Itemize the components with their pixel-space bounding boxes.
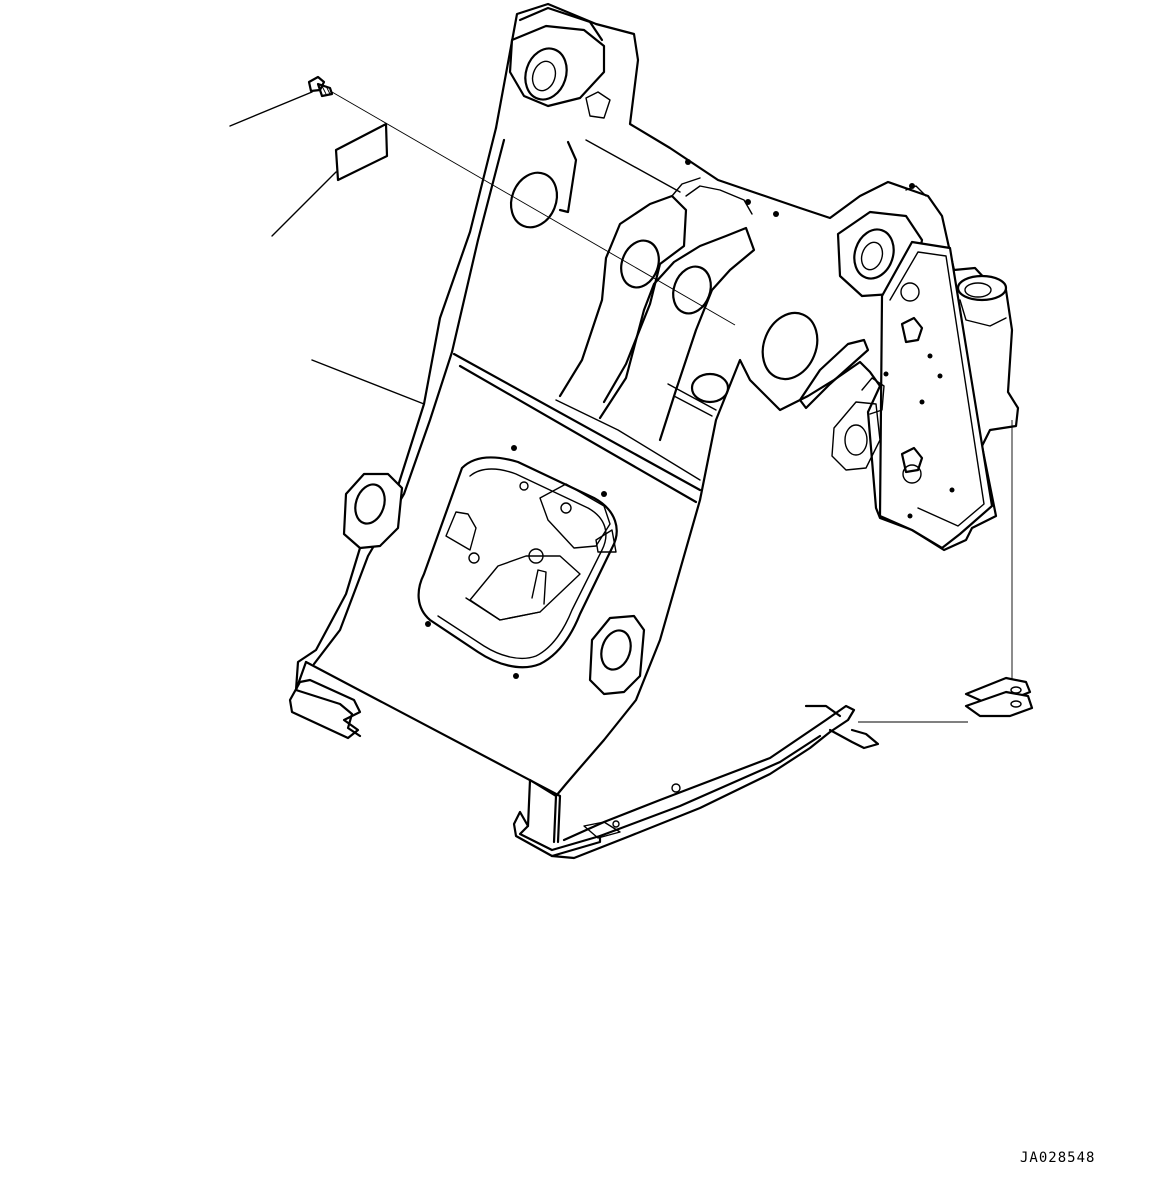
articulation-boss: [958, 276, 1006, 326]
front-frame: [290, 4, 1018, 858]
top-boss-left: [510, 8, 610, 118]
right-mount-plate: [800, 242, 992, 548]
side-boss-bottom: [590, 616, 644, 694]
leader-line-frame: [312, 360, 424, 404]
bracket-lugs: [556, 178, 754, 480]
side-boss-left: [344, 474, 402, 548]
bolt-part: [309, 77, 332, 96]
inspection-window: [419, 457, 617, 667]
nameplate-part: [336, 124, 387, 180]
figure-reference-code: JA028548: [1020, 1150, 1096, 1166]
leader-lines: [230, 92, 424, 404]
fastener-dots: [425, 159, 955, 679]
leader-line-bolt: [230, 92, 312, 126]
side-plate-holes: [503, 166, 827, 402]
hinge-bracket: [858, 420, 1032, 722]
assembly-guide-line: [332, 92, 735, 325]
leader-line-plate: [272, 172, 336, 236]
cross-member: [454, 140, 716, 502]
